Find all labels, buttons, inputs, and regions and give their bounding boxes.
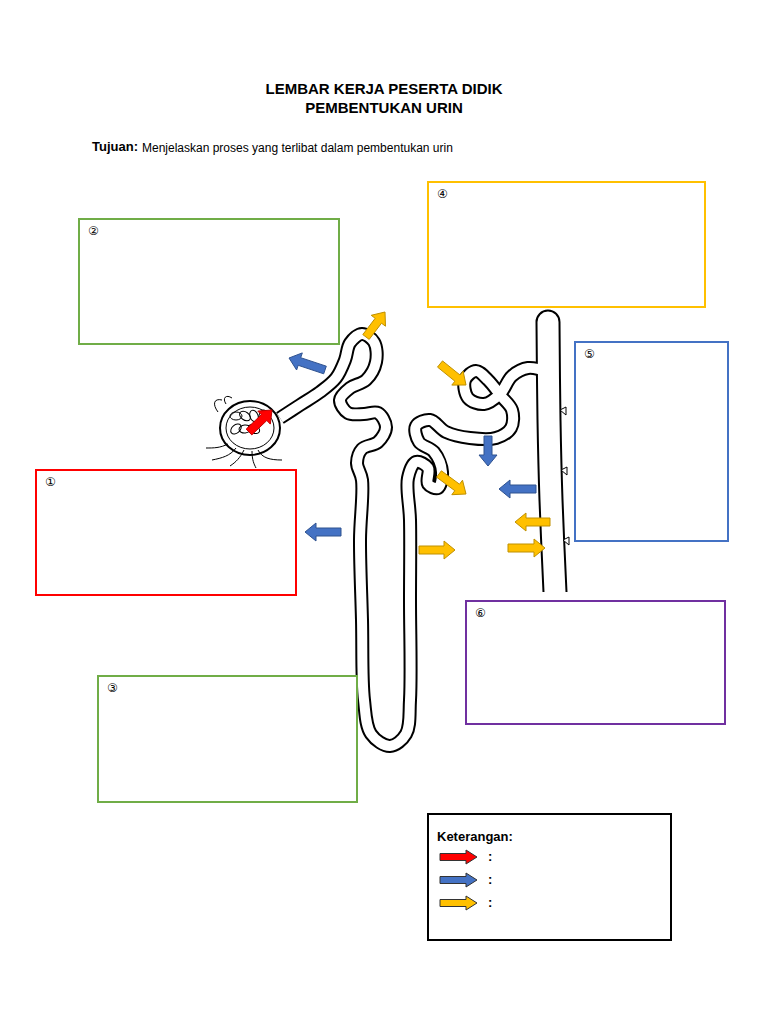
callout-number: ⑤ [584,346,719,362]
aim-heading: Tujuan: [92,139,138,154]
process-arrow [499,480,536,498]
callout-number: ④ [437,186,696,202]
process-arrow [363,312,386,339]
callout-number: ⑥ [475,605,716,621]
process-arrow [419,541,455,559]
callout-number: ③ [107,680,348,696]
answer-box: ② [78,218,340,345]
answer-box: ④ [427,181,706,308]
process-arrow [246,410,272,435]
title: LEMBAR KERJA PESERTA DIDIK PEMBENTUKAN U… [254,79,514,117]
legend-row: : [439,868,662,891]
answer-box: ⑥ [465,600,726,725]
legend-swatch [439,895,479,911]
aim-text: Menjelaskan proses yang terlibat dalam p… [142,141,453,155]
glomerulus [206,396,282,468]
legend-box: Keterangan:::: [427,813,672,941]
process-arrow [437,471,466,495]
legend-row: : [439,845,662,868]
legend-swatch [439,849,479,865]
legend-row: : [439,891,662,914]
process-arrow [289,353,326,374]
callout-number: ② [88,223,330,239]
answer-box: ① [35,469,297,596]
process-arrow [438,361,467,385]
process-arrow [479,436,497,466]
legend-swatch [439,872,479,888]
legend-text: : [488,895,492,910]
process-arrow [508,539,545,557]
legend-heading: Keterangan: [437,829,662,845]
process-arrow [515,513,550,531]
process-arrow [305,523,341,541]
answer-box: ③ [97,675,358,803]
legend-text: : [488,872,492,887]
answer-box: ⑤ [574,341,729,542]
legend-text: : [488,849,492,864]
callout-number: ① [45,474,287,490]
